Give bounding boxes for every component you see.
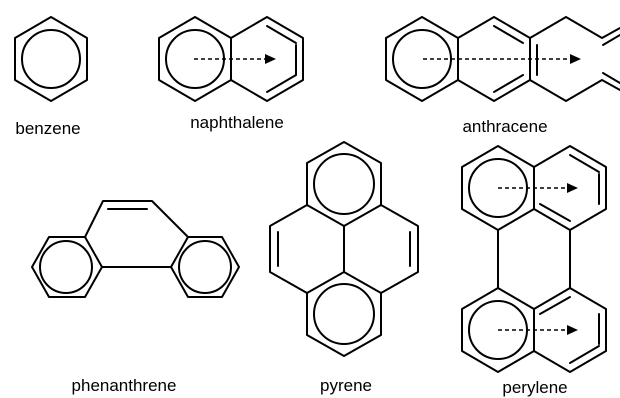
- benzene-label: benzene: [15, 119, 80, 138]
- anthracene-right-ring: [529, 16, 620, 39]
- anthracene-arrow-head: [570, 54, 581, 64]
- perylene-bottom-arrow-head: [567, 325, 578, 335]
- perylene-bottom-right-double-top: [539, 296, 571, 315]
- benzene-structure: [14, 16, 88, 102]
- pyrene-label: pyrene: [320, 376, 372, 395]
- phenanthrene-label: phenanthrene: [72, 376, 177, 395]
- phenanthrene-left-circle: [39, 240, 93, 294]
- perylene-label: perylene: [502, 378, 567, 397]
- naphthalene-structure: [158, 16, 304, 102]
- naphthalene-arrow-head: [265, 54, 276, 64]
- naphthalene-label: naphthalene: [190, 113, 284, 132]
- pyrene-bottom-circle: [313, 283, 375, 345]
- anthracene-structure: [385, 16, 620, 102]
- phenanthrene-right-circle: [178, 240, 232, 294]
- naphthalene-right-ring: [230, 16, 304, 102]
- anthracene-right-double-bottom: [602, 72, 620, 84]
- phenanthrene-bridge: [84, 200, 189, 238]
- perylene-bottom-right-double-bottom: [569, 345, 600, 364]
- pyrene-structure: [269, 141, 419, 357]
- phenanthrene-right-ring: [170, 236, 240, 298]
- pyrene-top-circle: [313, 153, 375, 215]
- perylene-structure: [461, 145, 607, 373]
- phenanthrene-structure: [31, 200, 240, 298]
- perylene-top-right-double-top: [569, 154, 600, 173]
- anthracene-middle-double-top: [493, 25, 524, 44]
- naphthalene-double-bond-bottom: [266, 74, 297, 93]
- perylene-top-right-ring: [533, 145, 607, 231]
- benzene-aromatic-circle: [21, 29, 81, 89]
- anthracene-right-double-top: [602, 34, 620, 46]
- perylene-top-arrow-head: [567, 183, 578, 193]
- pyrene-right-ring-outline: [380, 204, 419, 294]
- anthracene-label: anthracene: [462, 117, 547, 136]
- perylene-bottom-right-ring: [533, 287, 607, 373]
- perylene-top-right-double-bottom: [539, 203, 571, 222]
- benzene-ring: [14, 16, 88, 102]
- pyrene-left-ring-outline: [269, 204, 308, 294]
- anthracene-aromatic-circle: [392, 29, 452, 89]
- anthracene-middle-double-bottom: [493, 74, 524, 93]
- naphthalene-double-bond-top: [266, 25, 297, 44]
- anthracene-right-ring-lower: [529, 79, 620, 102]
